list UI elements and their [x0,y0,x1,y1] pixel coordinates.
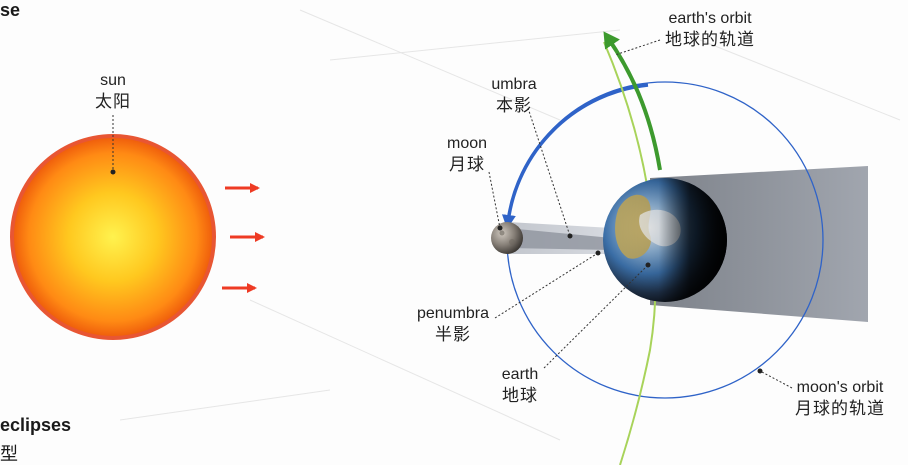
moon-body [491,222,523,254]
heading-fragment-top: se [0,0,21,20]
leader-umbra [527,107,571,237]
label-moon-en: moon [446,135,488,152]
label-penumbra-zh: 半影 [435,325,471,344]
background-streaks [119,9,901,441]
leader-earth [543,264,649,369]
heading-fragment-bottom-zh: 型 [0,444,18,464]
leader-penumbra [494,252,599,319]
label-earths-orbit: earth's orbit 地球的轨道 [665,8,755,50]
label-earth-zh: 地球 [502,386,538,405]
earth [603,178,727,302]
label-penumbra-en: penumbra [416,305,490,322]
heading-fragment-bottom: eclipses [0,415,72,435]
label-sun: sun 太阳 [83,70,143,112]
sun [10,134,216,340]
umbra-band [507,228,612,250]
earths-orbit-path [603,41,657,465]
label-earths-orbit-en: earth's orbit [668,10,752,27]
label-umbra-zh: 本影 [496,96,532,115]
label-moons-orbit-en: moon's orbit [796,379,884,396]
label-moon: moon 月球 [437,133,497,175]
label-earths-orbit-zh: 地球的轨道 [665,30,755,49]
earths-orbit-arrow [603,31,662,171]
leader-moon [488,171,501,229]
leader-dots [110,169,763,374]
leader-lines [112,39,793,389]
label-earth-en: earth [501,366,539,383]
label-moon-zh: 月球 [449,155,485,174]
sun-body [14,138,212,336]
label-umbra: umbra 本影 [484,74,544,116]
leader-earths-orbit [614,39,661,56]
moon [491,222,523,254]
leader-moons-orbit [759,370,793,389]
moons-orbit-arrow [501,83,649,229]
label-moons-orbit: moon's orbit 月球的轨道 [795,377,885,419]
earth-night-side [603,178,727,302]
label-sun-en: sun [100,72,126,89]
label-umbra-en: umbra [491,76,537,93]
label-moons-orbit-zh: 月球的轨道 [795,399,885,418]
label-earth: earth 地球 [490,364,550,406]
label-penumbra: penumbra 半影 [408,303,498,345]
sunlight-arrows [222,183,265,293]
label-sun-zh: 太阳 [95,92,131,111]
